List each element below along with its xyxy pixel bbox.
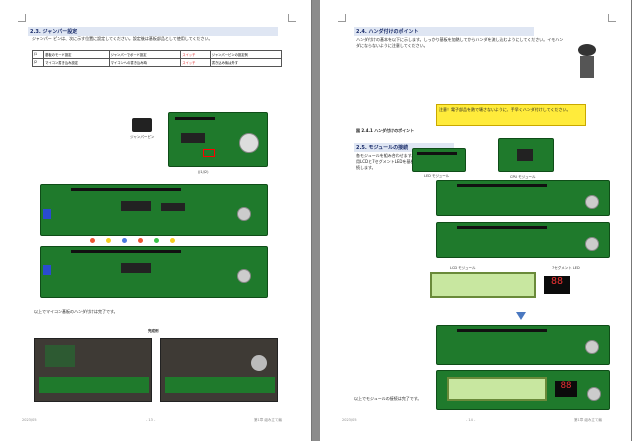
table-cell: 基板のモード設定 <box>43 50 110 59</box>
table-cell: J2 <box>31 58 45 67</box>
footer-date: 2023/05 <box>342 418 357 422</box>
warning-text: 注意！電子部品を熱で壊さないように、手早くハンダ付けしてください。 <box>439 107 571 112</box>
section-heading: 2.5. モジュールの接続 <box>354 143 454 152</box>
table-cell: スイッチ <box>180 50 211 59</box>
jumper-pin-image <box>132 118 152 132</box>
footer-page-number: - 14 - <box>466 418 476 422</box>
assembled-board-image: 88 <box>436 370 610 410</box>
table-row: J1 基板のモード設定 ジャンパーでボード設定 スイッチ ジャンパーピンの設定例 <box>31 50 283 59</box>
table-row: J2 マイコン書き込み設定 マイコンへの書き込み時 スイッチ 書き込み後は外す <box>31 58 283 67</box>
lcd-module-image <box>430 272 536 298</box>
cpu-board-image <box>168 112 268 167</box>
footer-chapter: 第1章 組み立て編 <box>254 418 282 422</box>
jumper-table: J1 基板のモード設定 ジャンパーでボード設定 スイッチ ジャンパーピンの設定例… <box>31 50 283 67</box>
pin-label: (J1/J2) <box>198 170 209 174</box>
right-page: 2.4. ハンダ付けのポイント ハンダ付けの基本を以下に示します。しっかり基板を… <box>320 0 632 441</box>
table-cell: J1 <box>31 50 45 59</box>
finished-photo <box>34 338 152 402</box>
completion-note: 以上でマイコン基板のハンダ付けは完了です。 <box>34 309 118 314</box>
seven-seg-display: 88 <box>544 276 570 294</box>
body-text: 各モジュールを組み合わせます。表示用LCDと7セグメントLEDを基板に接続します… <box>356 153 424 170</box>
footer-date: 2023/05 <box>22 418 37 422</box>
section-heading: 2.4. ハンダ付けのポイント <box>354 27 534 36</box>
table-cell: マイコンへの書き込み時 <box>108 58 182 67</box>
crop-mark <box>338 14 346 22</box>
solder-iron-image <box>574 44 600 84</box>
main-board-image <box>436 180 610 216</box>
table-cell: マイコン書き込み設定 <box>43 58 110 67</box>
arrow-down-icon <box>516 312 526 320</box>
section-heading: 2.3. ジャンパー設定 <box>28 27 278 36</box>
table-cell: 書き込み後は外す <box>209 58 283 67</box>
footer-chapter: 第1章 組み立て編 <box>574 418 602 422</box>
led-module-label: LED モジュール <box>424 174 450 178</box>
page-gutter <box>312 0 320 441</box>
left-page: 2.3. ジャンパー設定 ジャンパー ピンは、次に示す位置に設定してください。設… <box>0 0 312 441</box>
footer-page-number: - 13 - <box>146 418 156 422</box>
crop-mark <box>288 14 296 22</box>
seven-seg-display: 88 <box>555 381 577 397</box>
crop-mark <box>18 14 26 22</box>
main-board-image <box>436 222 610 258</box>
main-board-image <box>40 184 268 236</box>
photos-caption: 完成例 <box>148 329 159 333</box>
intro-text: ジャンパー ピンは、次に示す位置に設定してください。設定後は基板部品として使用し… <box>32 36 213 41</box>
table-cell: ジャンパーでボード設定 <box>108 50 182 59</box>
lcd-module-label: LCD モジュール <box>450 266 476 270</box>
cpu-module-image <box>498 138 554 172</box>
main-board-image <box>40 246 268 298</box>
led-row <box>40 236 268 244</box>
finished-photo <box>160 338 278 402</box>
table-cell: ジャンパーピンの設定例 <box>209 50 283 59</box>
table-cell: スイッチ <box>180 58 211 67</box>
crop-mark <box>608 14 616 22</box>
figure-reference: 図 2.4.1 ハンダ付けのポイント <box>356 128 415 133</box>
main-board-image <box>436 325 610 365</box>
jumper-label: ジャンパーピン <box>130 135 155 139</box>
completion-note: 以上でモジュールの接続は完了です。 <box>354 396 422 401</box>
seven-seg-label: 7セグメント LED <box>552 266 580 270</box>
led-module-image <box>412 148 466 172</box>
warning-box: 注意！電子部品を熱で壊さないように、手早くハンダ付けしてください。 <box>436 104 586 126</box>
cpu-module-label: CPU モジュール <box>510 175 536 179</box>
body-text: ハンダ付けの基本を以下に示します。しっかり基板を加熱してからハンダを流し込むよう… <box>356 37 564 48</box>
